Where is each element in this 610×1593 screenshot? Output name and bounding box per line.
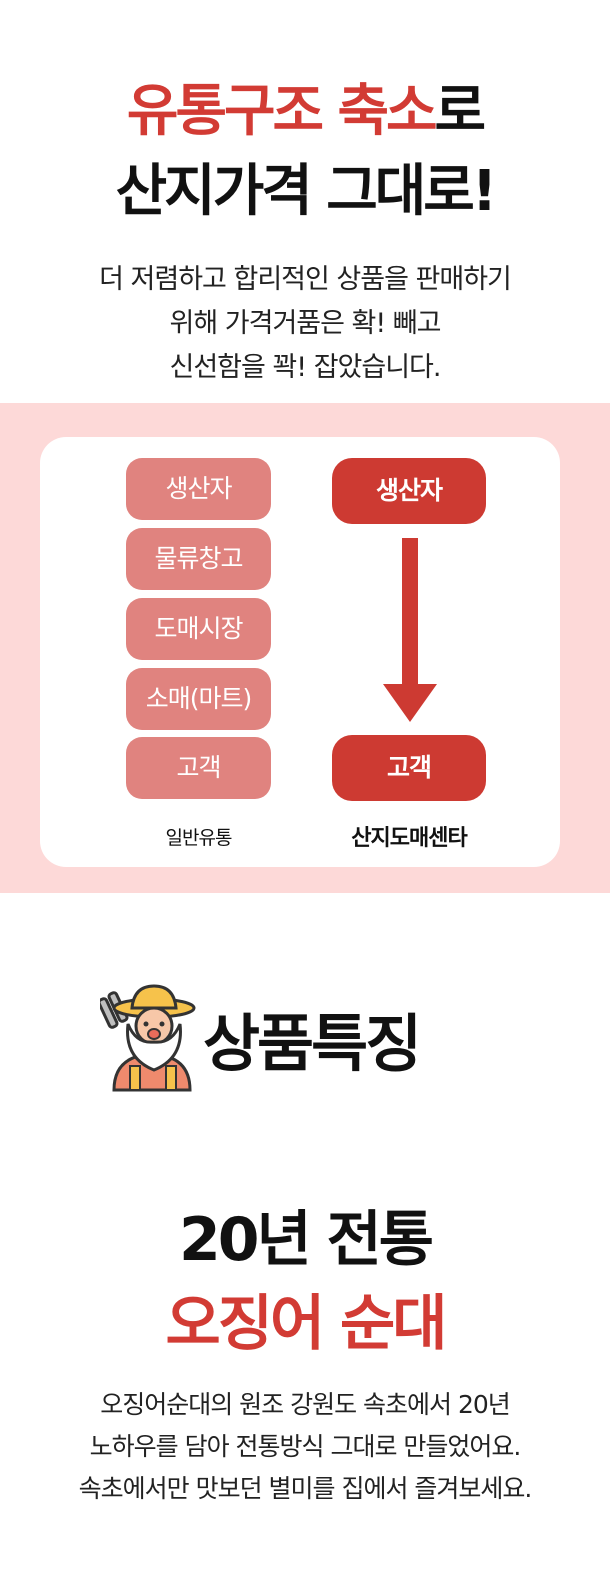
hero-title-highlight: 유통구조 축소 [126, 79, 438, 144]
product-description: 오징어순대의 원조 강원도 속초에서 20년 노하우를 담아 전통방식 그대로 … [0, 1384, 610, 1510]
general-step-retail: 소매(마트) [126, 668, 271, 730]
product-title-line1: 20년 전통 [179, 1205, 434, 1275]
hero-description: 더 저렴하고 합리적인 상품을 판매하기 위해 가격거품은 확! 빼고 신선함을… [0, 258, 610, 390]
direct-step-customer: 고객 [332, 735, 486, 801]
farmer-mascot-icon [100, 984, 196, 1092]
hero-title: 유통구조 축소로 산지가격 그대로! [0, 72, 610, 232]
general-flow-label: 일반유통 [165, 827, 233, 849]
feature-header: 상품특징 [100, 978, 520, 1098]
general-step-wholesale: 도매시장 [126, 598, 271, 660]
general-step-customer: 고객 [126, 737, 271, 799]
hero-title-line2: 산지가격 그대로! [115, 159, 498, 224]
feature-title: 상품특징 [203, 1007, 422, 1080]
product-desc-line2: 노하우를 담아 전통방식 그대로 만들었어요. [89, 1432, 522, 1461]
direct-step-producer: 생산자 [332, 458, 486, 524]
hero-desc-line1: 더 저렴하고 합리적인 상품을 판매하기 [99, 264, 512, 295]
hero-title-suffix: 로 [434, 79, 487, 144]
product-desc-line3: 속초에서만 맛보던 별미를 집에서 즐겨보세요. [78, 1474, 533, 1503]
down-arrow-icon [383, 538, 437, 722]
product-title: 20년 전통 오징어 순대 [0, 1198, 610, 1366]
direct-flow-label: 산지도매센타 [351, 826, 467, 851]
hero-desc-line3: 신선함을 꽉! 잡았습니다. [169, 352, 442, 383]
general-step-producer: 생산자 [126, 458, 271, 520]
hero-desc-line2: 위해 가격거품은 확! 빼고 [169, 308, 442, 339]
hero-title-line1: 유통구조 축소로 [0, 72, 610, 152]
general-step-warehouse: 물류창고 [126, 528, 271, 590]
product-desc-line1: 오징어순대의 원조 강원도 속초에서 20년 [100, 1390, 511, 1419]
product-title-line2: 오징어 순대 [165, 1289, 448, 1359]
